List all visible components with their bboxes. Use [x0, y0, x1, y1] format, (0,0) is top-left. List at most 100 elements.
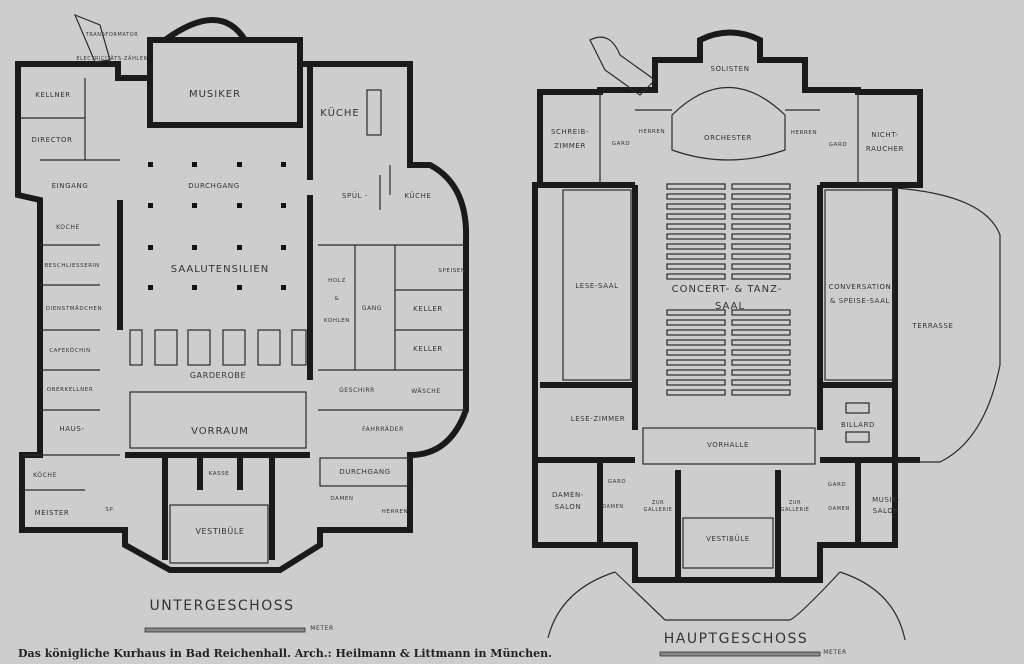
room-label: & — [335, 296, 340, 302]
room-label: KOCHE — [56, 224, 80, 231]
room-label: VORHALLE — [707, 441, 749, 449]
hall-walls — [540, 182, 920, 430]
room-label: BILLARD — [841, 421, 875, 429]
room-label: ZUR — [789, 500, 801, 506]
room-label: KASSE — [209, 471, 230, 477]
room-label: GANG — [362, 305, 382, 312]
room-label: MUSIK- — [872, 496, 900, 504]
seating-rows — [666, 183, 791, 396]
room-label: GARD — [828, 482, 846, 488]
room-label: KELLNER — [35, 91, 71, 99]
room-label: TERRASSE — [911, 322, 953, 330]
musiker-apse — [163, 17, 248, 43]
front-stairs — [547, 571, 906, 641]
spiral-stair — [589, 36, 656, 96]
room-label: GARD — [612, 141, 630, 147]
right-wing-partitions — [318, 244, 466, 411]
room-label: SPÜL - — [342, 191, 368, 200]
hauptgeschoss-plan: SOLISTEN SCHREIB- ZIMMER GARD HERREN ORC… — [532, 29, 1001, 657]
stair — [379, 165, 391, 210]
room-label: KELLER — [413, 345, 443, 353]
room-label: GARDEROBE — [190, 371, 246, 380]
room-label: SPEISEN — [438, 268, 465, 274]
room-label: VORRAUM — [191, 426, 249, 437]
room-label: SAAL — [715, 301, 745, 312]
room-label: KOHLEN — [324, 318, 350, 324]
room-label: SALON — [873, 507, 900, 515]
scale-unit: METER — [310, 625, 334, 632]
plan-title: HAUPTGESCHOSS — [664, 631, 809, 647]
room-label: LESE-SAAL — [575, 282, 618, 290]
room-label: HAUS- — [59, 425, 84, 433]
room-label: DURCHGANG — [188, 182, 239, 190]
vorraum-floor — [129, 391, 307, 449]
entrance-walls — [125, 452, 310, 560]
room-label: DIENSTMÄDCHEN — [46, 305, 102, 312]
vestibuele-floor — [169, 504, 269, 564]
room-label: GESCHIRR — [339, 387, 375, 394]
room-label: MEISTER — [35, 509, 70, 517]
room-label: NICHT- — [871, 131, 898, 139]
room-label: OBERKELLNER — [47, 387, 94, 393]
outer-wall — [532, 29, 923, 583]
conversation-outline — [824, 189, 894, 381]
room-label: GALLERIE — [781, 507, 810, 513]
room-label: GARD — [608, 479, 626, 485]
caption: Das königliche Kurhaus in Bad Reichenhal… — [18, 647, 552, 660]
room-label: SCHREIB- — [551, 128, 589, 136]
saal-walls — [117, 195, 313, 380]
room-label: RAUCHER — [866, 145, 904, 153]
room-label: ZIMMER — [554, 142, 586, 150]
room-label: MUSIKER — [189, 89, 241, 100]
lower-partitions — [535, 382, 920, 545]
room-label: SAALUTENSILIEN — [171, 264, 269, 275]
orchester-outline — [671, 86, 786, 161]
room-label: KÜCHE — [404, 191, 431, 200]
room-label: LESE-ZIMMER — [571, 415, 626, 423]
room-label: ORCHESTER — [704, 134, 752, 142]
scale-unit: METER — [823, 649, 847, 656]
garderobe-racks — [129, 329, 307, 366]
room-label: BESCHLIESSERIN — [44, 263, 99, 269]
room-label: HOLZ — [328, 278, 346, 284]
room-label: SOLISTEN — [710, 65, 749, 73]
untergeschoss-plan: TRANSFORMATOR ELECTRICITÄTS-ZÄHLER MUSIK… — [15, 13, 470, 633]
outer-wall — [15, 37, 470, 573]
room-label: HERREN — [382, 509, 408, 515]
room-label: CAFEKÖCHIN — [49, 347, 91, 354]
room-label: SALON — [555, 503, 582, 511]
room-label: ZUR — [652, 500, 664, 506]
musiker-wall — [147, 64, 303, 128]
billiard-table — [845, 402, 870, 414]
lesesaal-outline — [562, 189, 632, 381]
room-label: CONVERSATION — [829, 283, 892, 291]
left-wing-partitions — [22, 159, 120, 491]
room-label: EINGANG — [52, 182, 89, 190]
room-label: DAMEN- — [552, 491, 584, 499]
room-label: DAMEN — [828, 506, 849, 512]
room-label: SP. — [105, 507, 115, 513]
room-label: FAHRRÄDER — [362, 426, 404, 433]
terrasse-outline — [894, 187, 1001, 463]
durchgang-floor — [319, 457, 409, 487]
room-label: WÄSCHE — [411, 388, 441, 395]
room-label: KÜCHE — [320, 106, 359, 119]
vorhalle-floor — [642, 427, 816, 465]
upper-partitions — [599, 92, 859, 185]
plan-title: UNTERGESCHOSS — [149, 598, 294, 614]
room-label: DAMEN — [330, 496, 353, 502]
room-label: & SPEISE-SAAL — [830, 297, 890, 305]
room-label: DIRECTOR — [31, 136, 72, 144]
billiard-table — [845, 431, 870, 443]
room-label: KELLER — [413, 305, 443, 313]
room-label: GALLERIE — [644, 507, 673, 513]
office-partitions — [18, 78, 86, 160]
kitchen-range — [366, 89, 382, 136]
room-label: KÖCHE — [33, 472, 57, 479]
room-label: ELECTRICITÄTS-ZÄHLER — [76, 55, 147, 62]
room-label: CONCERT- & TANZ- — [672, 284, 783, 295]
room-label: HERREN — [639, 129, 665, 135]
vestibuele-floor — [682, 517, 774, 569]
room-label: VESTIBÜLE — [706, 534, 750, 543]
